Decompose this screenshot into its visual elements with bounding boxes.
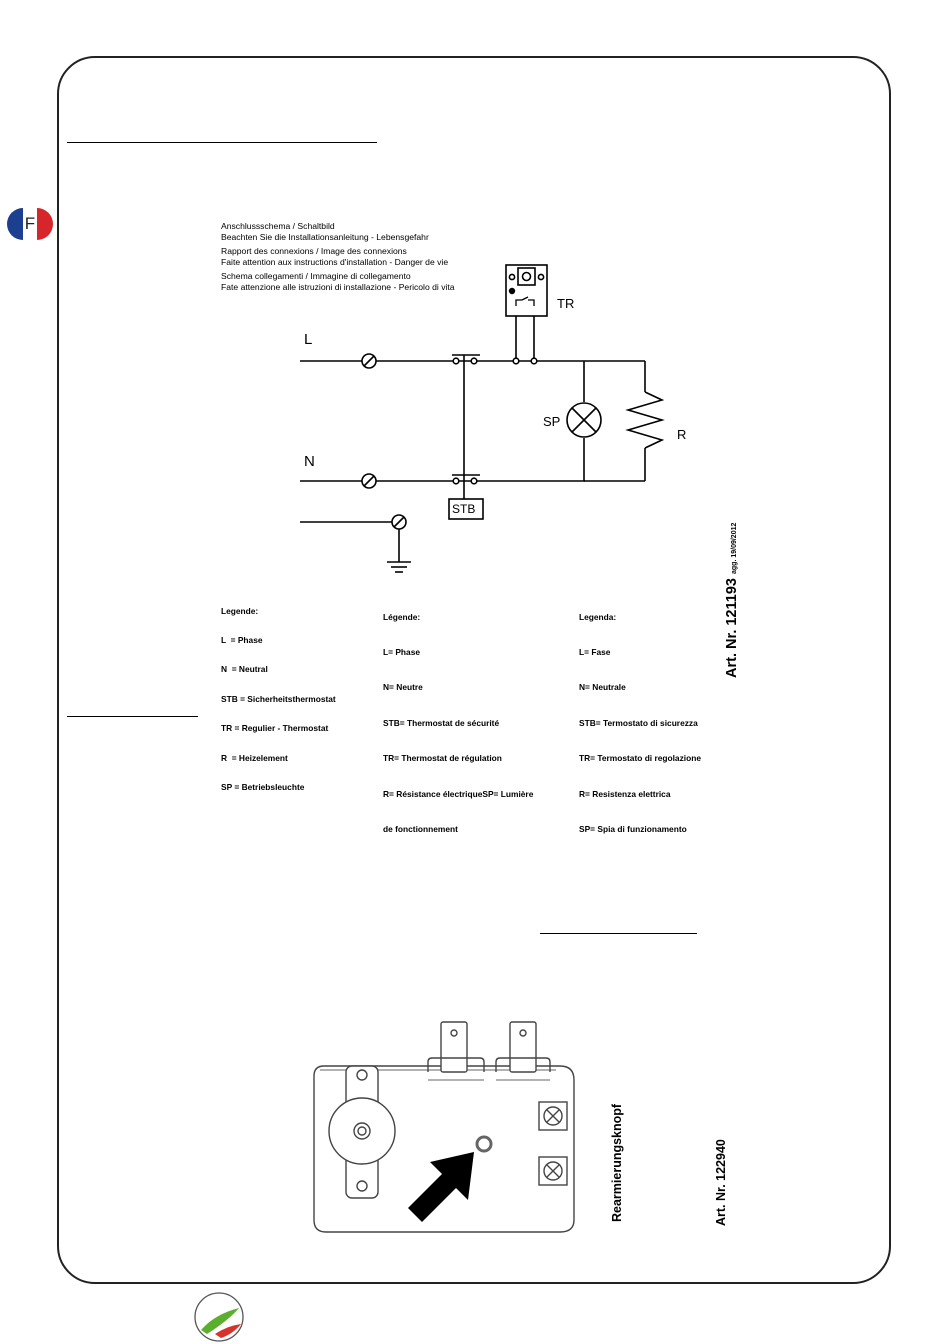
legend-it-item: L= Fase — [579, 646, 611, 657]
label-L: L — [304, 331, 313, 348]
legend-it-item: R= Resistenza elettrica — [579, 788, 671, 799]
legend-de-item: N = Neutral — [221, 664, 268, 675]
legend-it-title: Legenda: — [579, 611, 617, 622]
section-rule-top — [67, 142, 377, 143]
article-number-date: agg. 19/09/2012 — [731, 522, 738, 574]
brand-logo-icon — [194, 1292, 244, 1342]
legend-de-title: Legende: — [221, 605, 259, 616]
article-number-main: Art. Nr. 121193 — [724, 578, 740, 678]
label-STB: STB — [452, 502, 476, 516]
legend-fr-title: Légende: — [383, 611, 421, 622]
legend-fr-item: STB= Thermostat de sécurité — [383, 717, 500, 728]
label-SP: SP — [543, 414, 561, 429]
article-number-reset-thermostat: Art. Nr. 122940 — [714, 1139, 728, 1226]
label-R: R — [677, 427, 687, 442]
article-number-diagram: Art. Nr. 121193 agg. 19/09/2012 — [724, 523, 740, 678]
legend-fr-item: N= Neutre — [383, 682, 423, 693]
header-it-2: Fate attenzione alle istruzioni di insta… — [221, 281, 455, 292]
language-flag-letter: F — [24, 214, 36, 233]
section-rule-middle — [67, 716, 198, 717]
legend-de-item: L = Phase — [221, 634, 263, 645]
header-de-1: Anschlussschema / Schaltbild — [221, 221, 335, 231]
legend-fr-item: R= Résistance électriqueSP= Lumière — [383, 788, 534, 799]
terminal-phase-icon — [361, 353, 377, 369]
legend-de-item: TR = Regulier - Thermostat — [221, 723, 329, 734]
label-TR: TR — [557, 296, 575, 311]
legend-fr-item: de fonctionnement — [383, 823, 458, 834]
header-de-2: Beachten Sie die Installationsanleitung … — [221, 231, 429, 242]
header-fr-2: Faite attention aux instructions d'insta… — [221, 256, 449, 267]
french-flag-icon — [7, 208, 53, 240]
legend-it-item: SP= Spia di funzionamento — [579, 823, 687, 834]
reset-thermostat-drawing — [313, 1021, 575, 1233]
legend-de-item: SP = Betriebsleuchte — [221, 781, 305, 792]
stb-box — [448, 498, 484, 520]
tr-thermostat-icon — [505, 264, 548, 317]
lamp-sp-icon — [566, 402, 602, 438]
label-N: N — [304, 453, 315, 470]
header-fr-1: Rapport des connexions / Image des conne… — [221, 246, 407, 257]
legend-italian: Legenda: L= Fase N= Neutrale STB= Termos… — [579, 588, 701, 848]
resistor-r-icon — [625, 391, 665, 449]
terminal-neutral-icon — [361, 473, 377, 489]
tr-contacts — [512, 316, 538, 365]
legend-de-item: STB = Sicherheitsthermostat — [221, 693, 336, 704]
legend-fr-item: TR= Thermostat de régulation — [383, 753, 502, 764]
page-frame — [57, 56, 891, 1284]
legend-it-item: N= Neutrale — [579, 682, 626, 693]
diagram-header: Anschlussschema / Schaltbild Beachten Si… — [221, 221, 455, 293]
stb-contacts — [452, 354, 480, 499]
reset-arrow-icon — [408, 1152, 474, 1222]
reset-button-caption: Rearmierungsknopf — [610, 1103, 624, 1222]
ground-symbol-icon — [387, 529, 411, 573]
legend-german: Legende: L = Phase N = Neutral STB = Sic… — [221, 587, 336, 803]
header-it-1: Schema collegamenti / Immagine di colleg… — [221, 271, 411, 282]
legend-it-item: STB= Termostato di sicurezza — [579, 717, 698, 728]
section-rule-lower — [540, 933, 697, 934]
legend-fr-item: L= Phase — [383, 646, 421, 657]
terminal-ground-icon — [391, 514, 407, 530]
legend-it-item: TR= Termostato di regolazione — [579, 753, 701, 764]
legend-de-item: R = Heizelement — [221, 752, 288, 763]
legend-french: Légende: L= Phase N= Neutre STB= Thermos… — [383, 588, 533, 848]
